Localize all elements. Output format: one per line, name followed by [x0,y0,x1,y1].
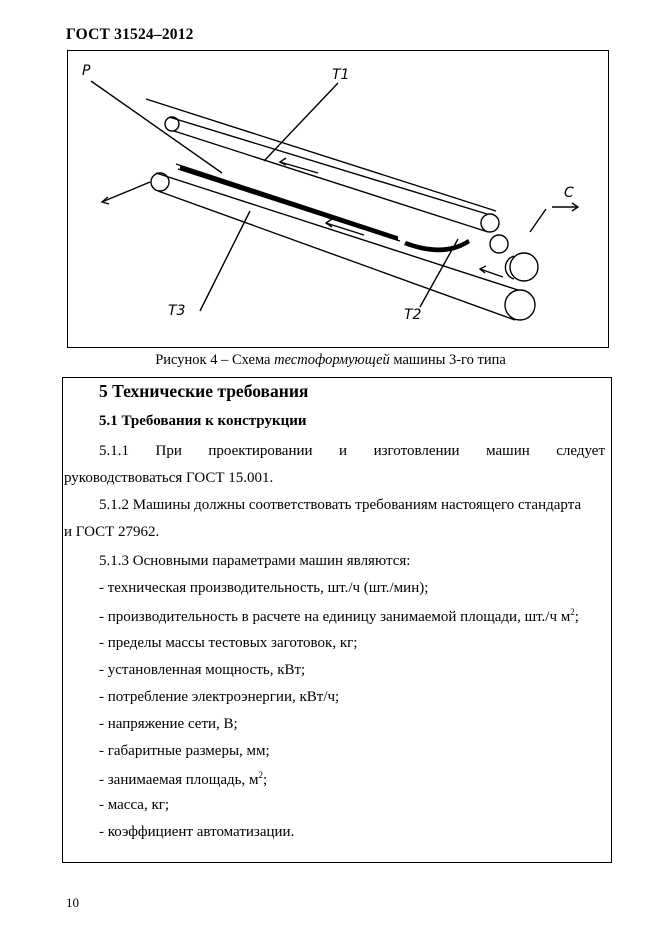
list-item: - масса, кг; [99,797,170,813]
word: изготовлении [373,443,460,459]
list-item-text: - занимаемая площадь, м [99,772,259,788]
list-item: - габаритные размеры, мм; [99,743,270,759]
label-p: P [82,63,91,79]
list-item: - техническая производительность, шт./ч … [99,580,429,596]
list-item-suffix: ; [574,609,579,625]
word: При [155,443,182,459]
paragraph-512-line1: 5.1.2 Машины должны соответствовать треб… [99,497,582,513]
word: проектировании [208,443,313,459]
word: и [339,443,348,459]
label-t3: T3 [168,303,185,319]
label-t2: T2 [404,307,422,323]
list-item: - напряжение сети, В; [99,716,238,732]
caption-suffix: машины 3-го типа [389,352,506,368]
paragraph-511-line1: 5.1.1 При проектировании и изготовлении … [99,443,605,460]
label-t1: T1 [332,67,349,83]
figure-caption: Рисунок 4 – Схема тестоформующей машины … [0,352,661,369]
requirements-frame: 5 Технические требования 5.1 Требования … [62,377,612,863]
subsection-title: 5.1 Требования к конструкции [99,413,307,429]
label-c: C [564,185,574,201]
paragraph-511-line2: руководствоваться ГОСТ 15.001. [64,470,274,486]
section-title: 5 Технические требования [99,381,309,401]
document-header: ГОСТ 31524–2012 [66,26,194,43]
word: 5.1.1 [99,443,129,459]
figure-frame: P T1 C T3 T2 [67,50,609,348]
list-item: - пределы массы тестовых заготовок, кг; [99,635,358,651]
page-number: 10 [66,895,79,910]
paragraph-513: 5.1.3 Основными параметрами машин являют… [99,553,411,569]
machine-diagram: P T1 C T3 T2 [82,63,580,323]
word: машин [486,443,530,459]
list-item-suffix: ; [262,772,268,788]
list-item: - занимаемая площадь, м2; [99,770,267,789]
word: следует [556,443,605,459]
paragraph-512-line2: и ГОСТ 27962. [64,524,160,540]
caption-prefix: Рисунок 4 – Схема [155,352,275,368]
list-item: - установленная мощность, кВт; [99,662,306,678]
superscript: 2 [258,770,263,780]
superscript: 2 [570,607,575,617]
caption-italic: тестоформующей [274,352,390,368]
list-item: - потребление электроэнергии, кВт/ч; [99,689,340,705]
list-item: - коэффициент автоматизации. [99,824,295,840]
list-item-text: - производительность в расчете на единиц… [99,609,571,625]
list-item: - производительность в расчете на единиц… [99,607,579,626]
